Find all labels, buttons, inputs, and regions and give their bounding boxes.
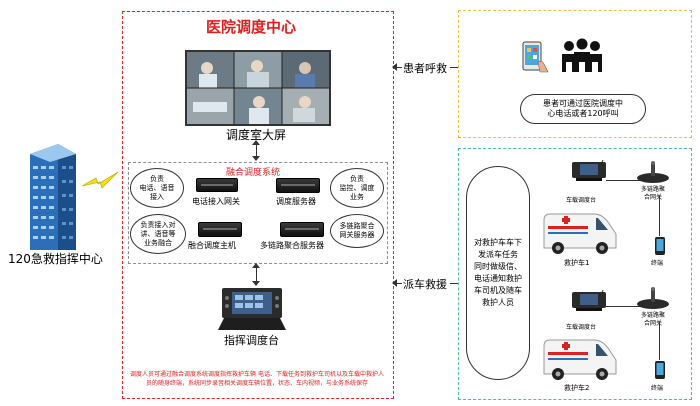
vehicle1-name: 救护车1 xyxy=(564,259,590,267)
arrow-down-icon xyxy=(252,156,260,161)
vehicle1-gateway-label: 多链路聚 合网关 xyxy=(641,186,666,201)
vehicle2-terminal-label: 车载调度台 xyxy=(566,324,597,331)
aggregation-server-device xyxy=(280,222,324,237)
dispatch-note: 调度人员可通过融合调度系统调度指挥救护车辆 电话、下载任务到救护车司机以及车载中… xyxy=(130,371,384,387)
video-wall-icon xyxy=(187,52,329,124)
phone-gateway-device xyxy=(196,178,238,192)
fusion-host-device xyxy=(198,222,242,237)
big-screen-display xyxy=(185,50,331,126)
console-icon xyxy=(218,288,286,330)
dispatch-connector-right xyxy=(450,283,458,284)
bubble-intercom-fusion: 负责接入对 讲、语音等 业务融合 xyxy=(130,214,186,254)
vehicle1-phone-label: 终端 xyxy=(651,260,664,267)
vehicle1-terminal-label: 车载调度台 xyxy=(566,197,597,204)
patient-call-caption-oval: 患者可通过医院调度中 心电话或者120呼叫 xyxy=(520,94,646,124)
vehicle2-gateway-phone-link xyxy=(659,322,660,360)
command-center-building xyxy=(22,140,82,252)
bubble-text: 负责 监控、调度 业务 xyxy=(339,174,375,201)
vehicle2-gateway-label: 多链路聚 合网关 xyxy=(641,312,666,327)
command-console-device xyxy=(218,286,286,332)
vehicle1-phone-icon xyxy=(654,236,666,256)
patient-call-label: 患者呼救 xyxy=(403,62,447,75)
fusion-host-label: 融合调度主机 xyxy=(188,241,236,250)
bubble-monitor-dispatch: 负责 监控、调度 业务 xyxy=(330,168,384,208)
patient-call-caption: 患者可通过医院调度中 心电话或者120呼叫 xyxy=(543,99,623,118)
vehicle2-phone-icon xyxy=(654,360,666,380)
console-label: 指挥调度台 xyxy=(224,334,279,347)
vehicle1-terminal-gateway-link xyxy=(606,180,650,181)
phone-gateway-label: 电话接入网关 xyxy=(192,197,240,206)
system-console-connector xyxy=(256,266,257,282)
vehicle2-gateway-device xyxy=(636,286,670,310)
vehicle1-gateway-device xyxy=(636,160,670,184)
vehicle2-terminal-device xyxy=(572,287,606,312)
patient-call-connector xyxy=(396,67,402,68)
vehicle1-terminal-device xyxy=(572,157,606,182)
vehicle2-name: 救护车2 xyxy=(564,384,590,392)
lightning-bolt-icon xyxy=(80,168,120,200)
arrow-left-icon xyxy=(392,279,397,287)
command-center-label: 120急救指挥中心 xyxy=(8,252,103,266)
dispatch-panel xyxy=(458,148,692,400)
dispatch-connector xyxy=(396,283,402,284)
bubble-text: 多链路聚合 网关服务器 xyxy=(339,222,375,239)
vehicle1-gateway-phone-link xyxy=(659,196,660,236)
bubble-aggregation-server: 多链路聚合 网关服务器 xyxy=(330,214,384,248)
arrow-up-icon xyxy=(252,263,260,268)
dispatch-server-label: 调度服务器 xyxy=(276,197,316,206)
dispatch-server-device xyxy=(276,178,320,193)
people-group-icon xyxy=(560,38,604,78)
vehicle2-phone-label: 终端 xyxy=(651,385,664,392)
aggregation-server-label: 多链路聚合服务器 xyxy=(260,241,324,250)
hospital-dispatch-panel xyxy=(122,11,394,399)
bubble-phone-access: 负责 电话、语音 接入 xyxy=(130,168,184,208)
arrow-left-icon xyxy=(392,63,397,71)
arrow-down-icon xyxy=(252,281,260,286)
arrow-up-icon xyxy=(252,140,260,145)
vehicle2-terminal-gateway-link xyxy=(606,306,650,307)
vehicle1-ambulance-icon xyxy=(540,212,620,256)
bubble-text: 负责接入对 讲、语音等 业务融合 xyxy=(140,220,176,247)
dispatch-task-text: 对救护车车下 发派车任务 同时做级信、 电话通知救护 车司机及随车 救护人员 xyxy=(474,238,522,307)
screen-system-connector xyxy=(256,143,257,157)
building-icon xyxy=(30,144,76,250)
fusion-system-title: 融合调度系统 xyxy=(226,168,281,178)
patient-call-connector-right xyxy=(450,67,458,68)
dispatch-label: 派车救援 xyxy=(403,278,447,291)
dispatch-task-oval: 对救护车车下 发派车任务 同时做级信、 电话通知救护 车司机及随车 救护人员 xyxy=(466,166,530,380)
hospital-dispatch-title: 医院调度中心 xyxy=(206,18,297,36)
big-screen-label: 调度室大屏 xyxy=(226,128,287,142)
bubble-text: 负责 电话、语音 接入 xyxy=(139,174,175,201)
patient-call-panel xyxy=(458,10,692,138)
vehicle2-ambulance-icon xyxy=(540,338,620,382)
tablet-touch-icon xyxy=(520,40,550,76)
